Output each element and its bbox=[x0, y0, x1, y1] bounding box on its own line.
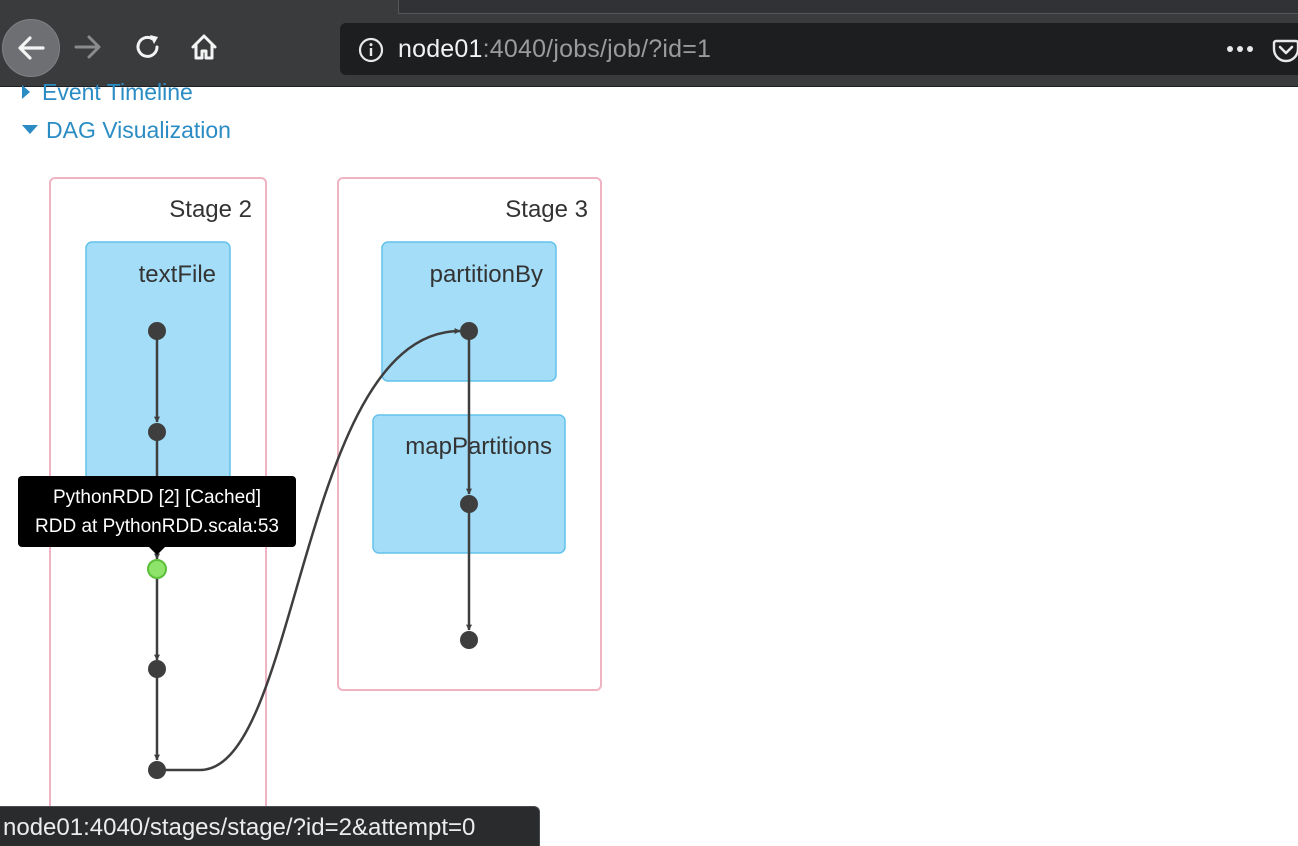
rdd-node[interactable] bbox=[148, 660, 166, 678]
stage-box[interactable] bbox=[337, 177, 602, 691]
tooltip-line-2: RDD at PythonRDD.scala:53 bbox=[35, 515, 279, 537]
more-icon[interactable] bbox=[1225, 43, 1255, 55]
cluster-label: partitionBy bbox=[430, 261, 543, 288]
tab-strip bbox=[398, 0, 1298, 14]
rdd-node[interactable] bbox=[148, 322, 166, 340]
address-bar[interactable]: node01:4040/jobs/job/?id=1 bbox=[340, 23, 1298, 75]
browser-toolbar: node01:4040/jobs/job/?id=1 bbox=[0, 0, 1298, 87]
back-button[interactable] bbox=[2, 19, 60, 77]
dag-visualization-label: DAG Visualization bbox=[46, 117, 231, 143]
rdd-node[interactable] bbox=[460, 631, 478, 649]
reload-icon bbox=[136, 35, 159, 58]
tooltip-line-1: PythonRDD [2] [Cached] bbox=[52, 486, 262, 508]
info-icon[interactable] bbox=[358, 37, 384, 63]
rdd-node[interactable] bbox=[148, 761, 166, 779]
cluster-label: textFile bbox=[139, 261, 216, 288]
dag-visualization-toggle[interactable]: DAG Visualization bbox=[22, 117, 231, 144]
home-icon bbox=[191, 34, 217, 60]
forward-button[interactable] bbox=[70, 29, 106, 65]
rdd-node[interactable] bbox=[460, 322, 478, 340]
cluster-partitionby[interactable]: partitionBy bbox=[381, 241, 557, 382]
arrow-right-icon bbox=[74, 35, 101, 59]
rdd-node[interactable] bbox=[460, 495, 478, 513]
rdd-node[interactable] bbox=[148, 423, 166, 441]
stage-label: Stage 2 bbox=[169, 196, 252, 223]
dag-nodes[interactable] bbox=[147, 322, 478, 779]
arrow-left-icon bbox=[18, 36, 45, 60]
url-host: node01 bbox=[398, 35, 483, 63]
url-text[interactable]: node01:4040/jobs/job/?id=1 bbox=[398, 34, 711, 64]
link-status-bar: node01:4040/stages/stage/?id=2&attempt=0 bbox=[0, 806, 540, 846]
rdd-node-cached[interactable] bbox=[147, 559, 167, 579]
caret-down-icon bbox=[22, 125, 38, 135]
event-timeline-label: Event Timeline bbox=[42, 79, 193, 105]
rdd-tooltip: PythonRDD [2] [Cached] RDD at PythonRDD.… bbox=[18, 476, 296, 547]
edge bbox=[157, 328, 461, 772]
stage-label: Stage 3 bbox=[505, 196, 588, 223]
caret-right-icon bbox=[22, 84, 30, 99]
cluster-label: mapPartitions bbox=[405, 433, 552, 460]
event-timeline-toggle[interactable]: Event Timeline bbox=[22, 79, 193, 106]
home-button[interactable] bbox=[186, 29, 222, 65]
url-path: :4040/jobs/job/?id=1 bbox=[482, 35, 712, 63]
reload-button[interactable] bbox=[130, 29, 166, 65]
tooltip-arrow bbox=[148, 546, 166, 555]
